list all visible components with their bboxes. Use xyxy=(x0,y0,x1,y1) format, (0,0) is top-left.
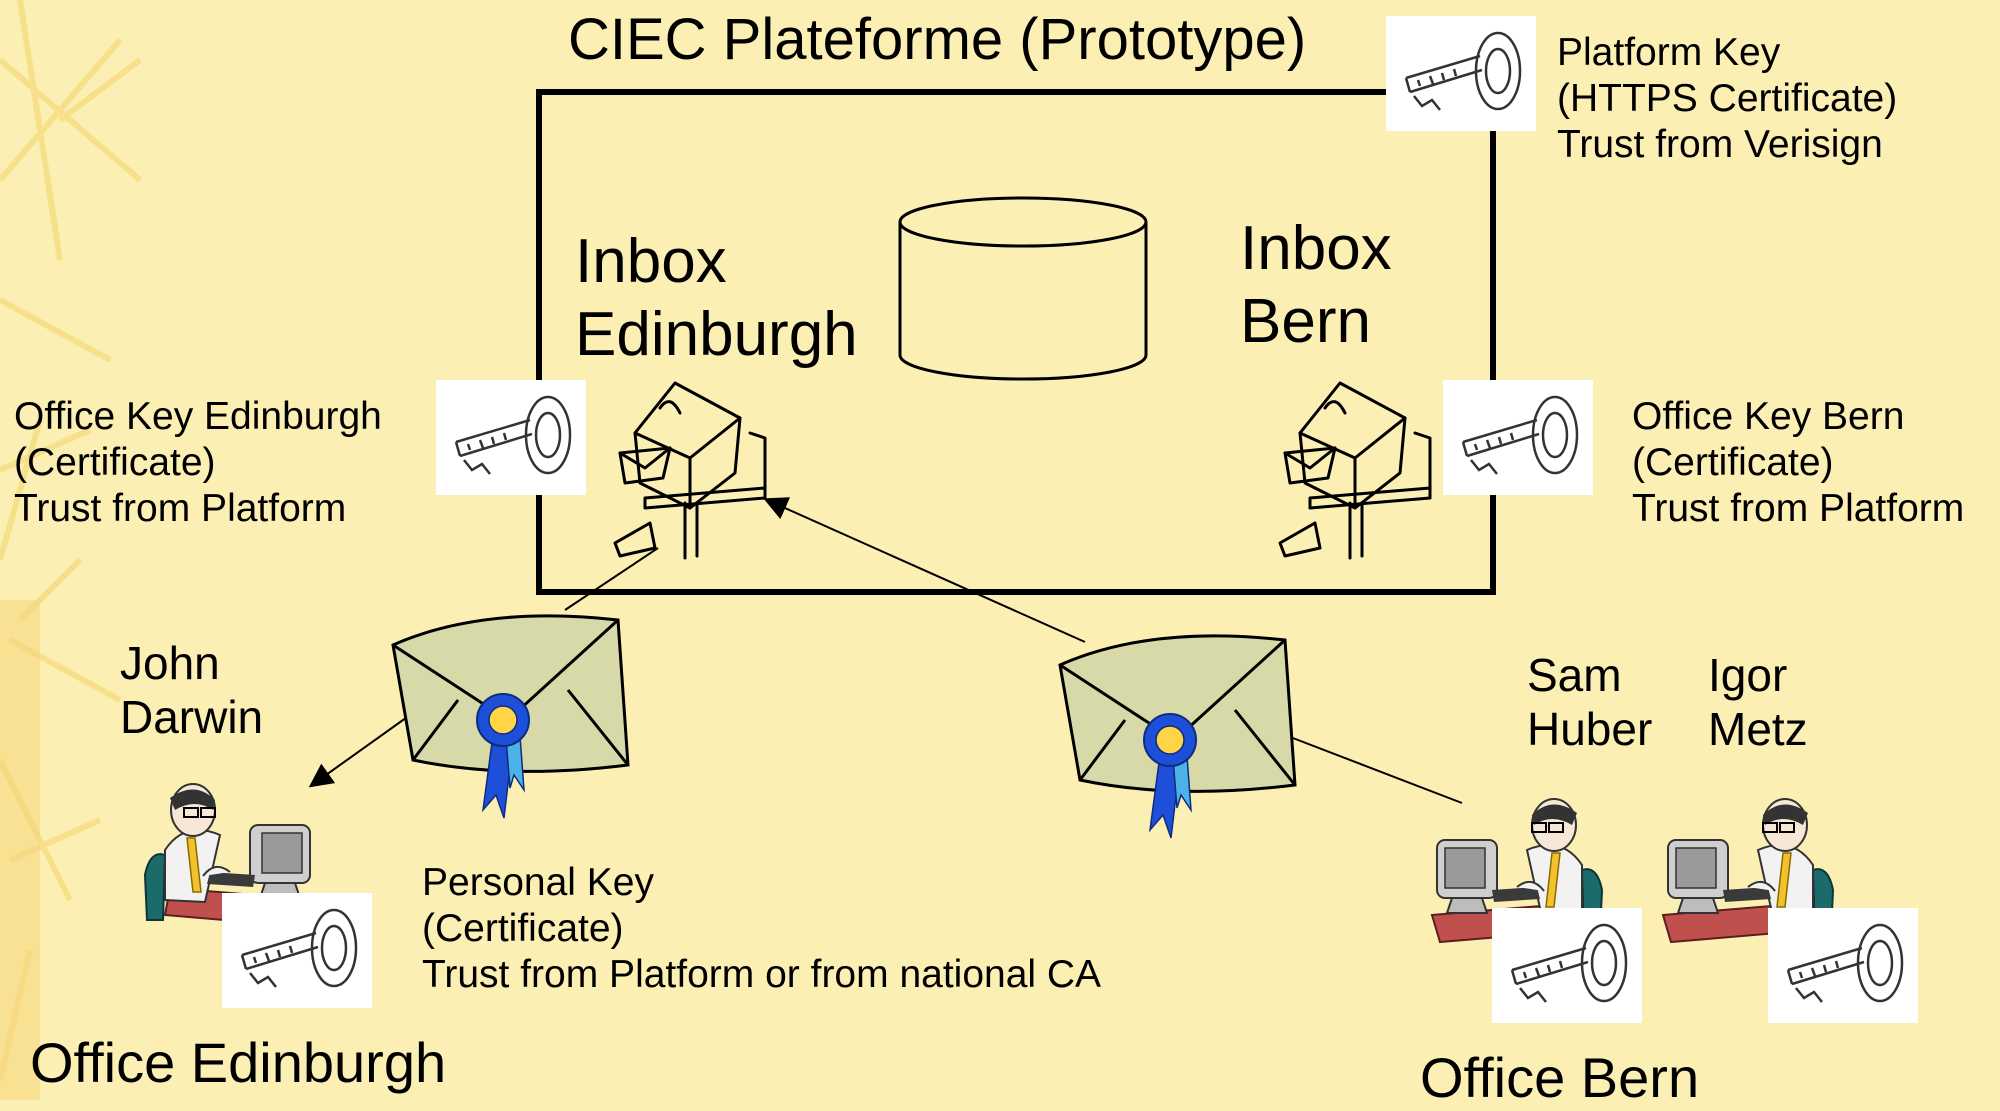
person-john-darwin: John Darwin xyxy=(120,636,263,745)
inbox-bern-line2: Bern xyxy=(1240,287,1371,357)
office-key-edinburgh-line2: (Certificate) xyxy=(14,441,216,485)
person-igor-metz: Igor Metz xyxy=(1708,648,1808,757)
mailbox-house-icon xyxy=(613,381,767,560)
connector-line xyxy=(564,547,659,611)
key-icon xyxy=(434,378,588,497)
platform-key-line2: (HTTPS Certificate) xyxy=(1557,77,1898,121)
key-icon xyxy=(1490,906,1644,1025)
office-key-bern-line2: (Certificate) xyxy=(1632,441,1834,485)
database-cylinder-icon xyxy=(898,196,1148,381)
person-bern-1-line1: Sam xyxy=(1527,649,1622,701)
inbox-edinburgh-line1: Inbox xyxy=(575,227,727,296)
sealed-envelope-icon xyxy=(1058,634,1297,840)
office-key-edinburgh-line3: Trust from Platform xyxy=(14,487,347,531)
key-icon xyxy=(1384,14,1538,133)
personal-key-line2: (Certificate) xyxy=(422,907,624,951)
personal-key-label: Personal Key (Certificate) Trust from Pl… xyxy=(422,860,1101,998)
connector-line xyxy=(1284,734,1463,804)
person-sam-huber: Sam Huber xyxy=(1527,648,1652,757)
person-bern-2-line1: Igor xyxy=(1708,649,1788,701)
office-bern-label: Office Bern xyxy=(1420,1046,1700,1109)
key-icon xyxy=(220,891,374,1010)
arrow-to-john-darwin xyxy=(308,714,411,788)
person-edinburgh-line2: Darwin xyxy=(120,691,264,744)
inbox-edinburgh-line2: Edinburgh xyxy=(575,300,858,370)
office-key-bern-label: Office Key Bern (Certificate) Trust from… xyxy=(1632,394,1964,532)
platform-key-line3: Trust from Verisign xyxy=(1557,123,1883,167)
inbox-bern-label: Inbox Bern xyxy=(1240,212,1392,358)
platform-key-line1: Platform Key xyxy=(1557,31,1781,74)
key-icon xyxy=(1441,378,1595,497)
person-edinburgh-line1: John xyxy=(120,637,220,689)
office-edinburgh-label: Office Edinburgh xyxy=(30,1031,447,1094)
platform-key-label: Platform Key (HTTPS Certificate) Trust f… xyxy=(1557,30,1897,168)
platform-title: CIEC Plateforme (Prototype) xyxy=(568,7,1307,72)
inbox-bern-line1: Inbox xyxy=(1240,214,1392,283)
platform-box xyxy=(536,89,1496,595)
person-bern-1-line2: Huber xyxy=(1527,703,1653,756)
person-bern-2-line2: Metz xyxy=(1708,703,1808,756)
office-key-bern-line3: Trust from Platform xyxy=(1632,487,1965,531)
personal-key-line3: Trust from Platform or from national CA xyxy=(422,953,1102,997)
sealed-envelope-icon xyxy=(391,614,630,820)
mailbox-house-icon xyxy=(1278,381,1432,560)
office-key-edinburgh-label: Office Key Edinburgh (Certificate) Trust… xyxy=(14,394,382,532)
arrow-to-edinburgh-inbox xyxy=(763,497,1086,643)
office-key-bern-line1: Office Key Bern xyxy=(1632,395,1905,438)
personal-key-line1: Personal Key xyxy=(422,861,654,904)
key-icon xyxy=(1766,906,1920,1025)
inbox-edinburgh-label: Inbox Edinburgh xyxy=(575,225,858,371)
office-key-edinburgh-line1: Office Key Edinburgh xyxy=(14,395,382,438)
